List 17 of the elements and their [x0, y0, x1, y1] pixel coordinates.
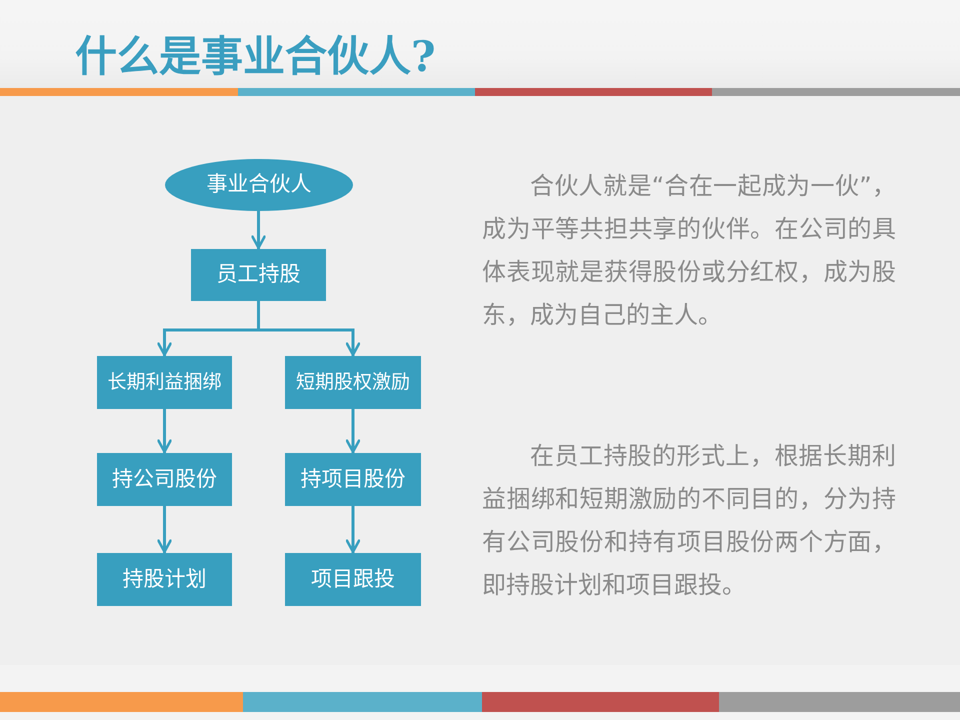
arrow [157, 409, 172, 453]
arrow [257, 301, 360, 356]
title: 什么是事业合伙人? [75, 32, 436, 82]
process-box: 持公司股份 [97, 453, 232, 506]
paragraph: 在员工持股的形式上，根据长期利益捆绑和短期激励的不同目的，分为持有公司股份和持有项目股份两个方面，即持股计划和项目跟投。 [482, 441, 896, 601]
arrow [251, 211, 266, 249]
process-box: 项目跟投 [285, 553, 421, 606]
process-box: 员工持股 [191, 249, 326, 301]
paragraph: 合伙人就是“合在一起成为一伙”，成为平等共担共享的伙伴。在公司的具体表现就是获得股份或分红权，成为股东，成为自己的主人。 [482, 171, 896, 331]
process-box: 短期股权激励 [285, 356, 421, 409]
start-ellipse: 事业合伙人 [165, 159, 353, 211]
process-box: 持股计划 [97, 553, 232, 606]
arrow [346, 506, 360, 553]
arrow [157, 506, 172, 553]
arrow [346, 409, 360, 453]
process-box: 持项目股份 [285, 453, 421, 506]
process-box: 长期利益捆绑 [97, 356, 232, 409]
